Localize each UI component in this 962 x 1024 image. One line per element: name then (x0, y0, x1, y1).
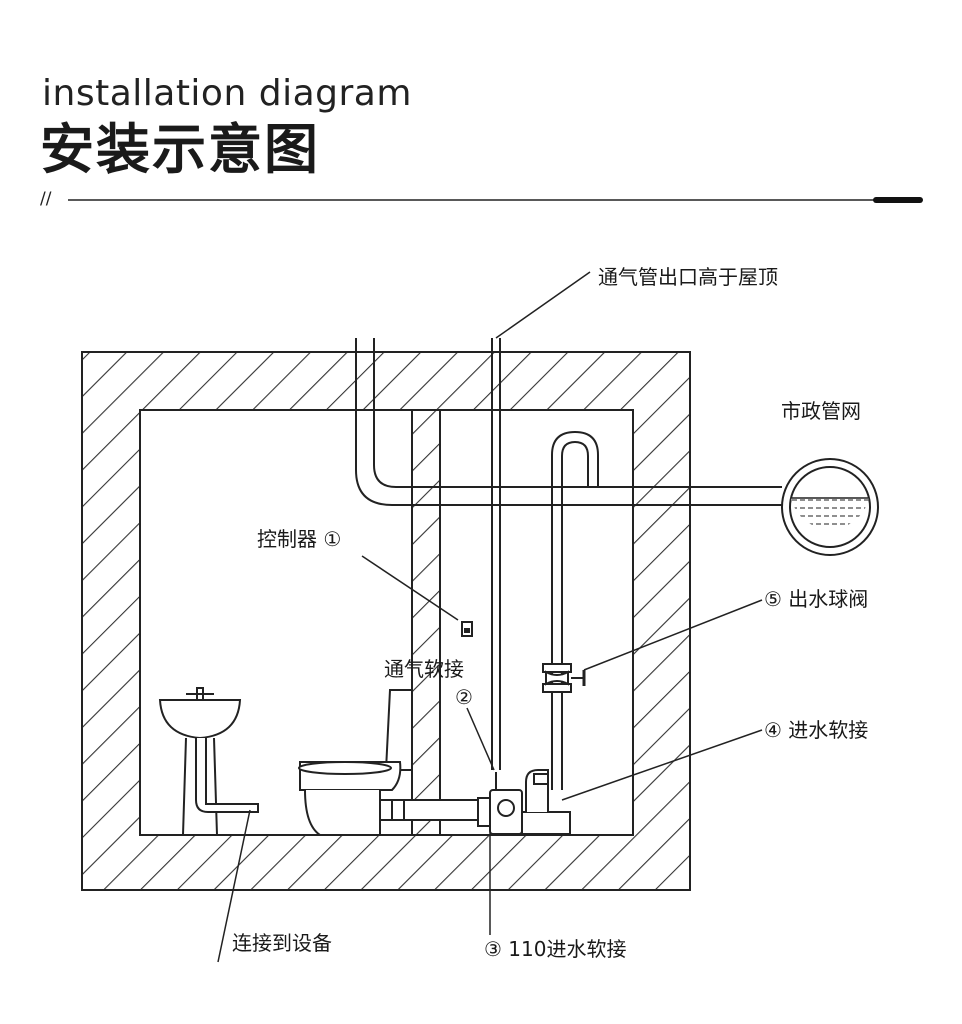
leader-lines (217, 555, 763, 963)
pump-unit-icon (477, 769, 571, 835)
wash-basin-icon (158, 687, 259, 836)
municipal-sewer-icon (781, 458, 879, 556)
label-connect-device: 连接到设备 (232, 931, 332, 955)
controller-icon (461, 621, 473, 637)
vent-pipe (491, 271, 591, 770)
label-inlet-hose: ④ 进水软接 (764, 718, 868, 742)
label-vent-hose: 通气软接 (384, 657, 464, 681)
label-vent-hose-number: ② (455, 685, 473, 709)
outlet-pipe (542, 430, 599, 790)
toilet-icon (298, 689, 479, 836)
title-english: installation diagram (42, 73, 412, 114)
label-inlet-110: ③ 110进水软接 (484, 937, 626, 961)
title-chinese: 安装示意图 (40, 118, 320, 181)
label-outlet-ball-valve: ⑤ 出水球阀 (764, 587, 868, 611)
label-controller: 控制器 ① (257, 527, 341, 551)
building-walls (81, 351, 691, 891)
label-vent-outlet: 通气管出口高于屋顶 (598, 265, 778, 289)
divider-slash: // (40, 189, 52, 209)
label-municipal-network: 市政管网 (781, 399, 861, 423)
drain-pipe (354, 338, 782, 506)
